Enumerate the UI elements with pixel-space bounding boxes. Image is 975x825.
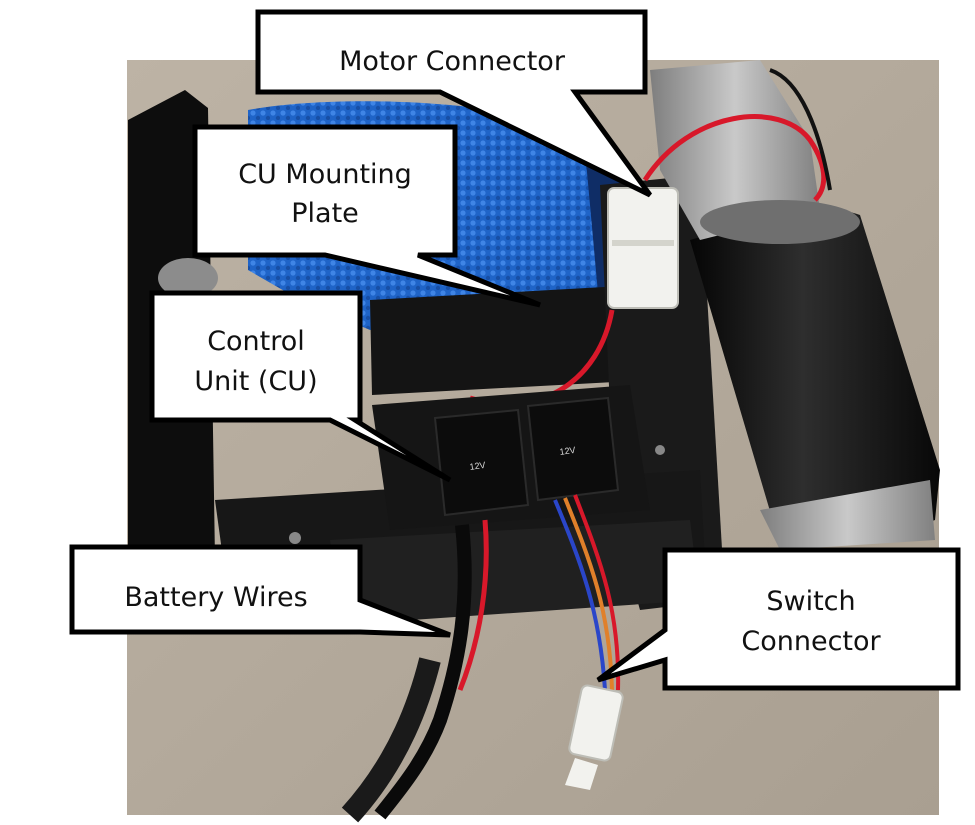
callout-cu-mounting-plate: CU Mounting Plate: [192, 124, 541, 308]
battery-wire-loom: [341, 657, 441, 823]
callout-switch-connector-text-1: Switch: [766, 586, 855, 617]
callout-control-unit-text-1: Control: [207, 326, 305, 357]
battery-black-wire: [374, 524, 472, 820]
switch-connector-plug: [568, 684, 624, 762]
motor-black-wire: [769, 68, 832, 191]
frame-bolt: [655, 445, 665, 455]
callout-cu-mounting-plate-text-2: Plate: [291, 198, 359, 229]
motor-connector-seam: [612, 240, 674, 246]
relay-right: 12V: [526, 396, 620, 502]
callout-switch-connector: Switch Connector: [596, 547, 961, 691]
left-hub: [158, 258, 218, 298]
callout-switch-connector-text-2: Connector: [741, 626, 881, 657]
motor-red-wire: [642, 114, 827, 202]
motor-top-cap: [650, 60, 820, 240]
relay-right-marking: 12V: [559, 445, 576, 457]
switch-wire-orange: [563, 497, 614, 691]
frame-bolt: [289, 532, 301, 544]
callout-motor-connector: Motor Connector: [255, 9, 653, 198]
relay-left: 12V: [433, 408, 530, 517]
callout-control-unit-text-2: Unit (CU): [194, 366, 317, 397]
switch-connector-tail: [565, 758, 598, 790]
callout-control-unit: Control Unit (CU): [149, 290, 452, 483]
callout-motor-connector-text: Motor Connector: [339, 46, 566, 77]
switch-wire-blue: [553, 499, 607, 691]
motor-end-cap: [760, 480, 935, 550]
callout-cu-mounting-plate-text-1: CU Mounting: [238, 159, 412, 190]
mounting-plate: [370, 285, 652, 395]
switch-wire-red: [573, 494, 621, 691]
motor-flange: [700, 200, 860, 244]
callout-battery-wires-text: Battery Wires: [124, 582, 307, 613]
relay-left-marking: 12V: [469, 460, 486, 472]
battery-red-wire: [457, 519, 489, 691]
callout-battery-wires: Battery Wires: [69, 544, 451, 638]
motor-body: [690, 209, 940, 545]
